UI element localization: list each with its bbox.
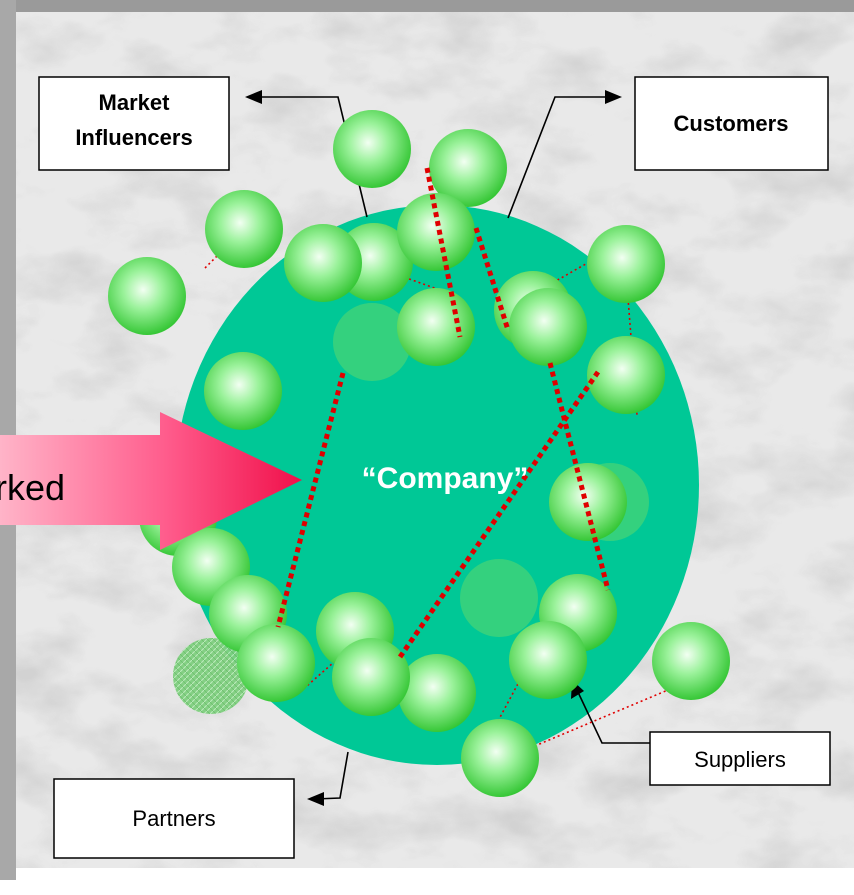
thick-link xyxy=(397,370,601,659)
thick-link xyxy=(547,362,611,591)
label-partners: Partners xyxy=(53,778,295,859)
hatched-node xyxy=(173,638,249,714)
frame-bottom-margin xyxy=(16,868,854,895)
node xyxy=(461,719,539,797)
node xyxy=(108,257,186,335)
arrowhead-customers xyxy=(605,90,622,104)
node xyxy=(204,352,282,430)
thick-link xyxy=(424,167,463,338)
node xyxy=(398,654,476,732)
node xyxy=(332,638,410,716)
arrowhead-partners xyxy=(307,792,324,806)
market-influencers-box xyxy=(38,76,230,171)
pink-arrow-shape xyxy=(0,412,302,550)
label-suppliers: Suppliers xyxy=(649,731,831,786)
market-influencers-line1: Market xyxy=(99,90,171,115)
node xyxy=(205,190,283,268)
node xyxy=(397,288,475,366)
customers-connector xyxy=(507,96,612,219)
node xyxy=(587,336,665,414)
thick-link xyxy=(275,372,346,628)
company-label: “Company” xyxy=(362,462,529,495)
partners-box xyxy=(53,778,295,859)
market-influencers-line2: Influencers xyxy=(75,125,192,150)
suppliers-connector xyxy=(576,689,650,744)
frame-top-edge xyxy=(0,0,854,12)
node xyxy=(284,224,362,302)
suppliers-box xyxy=(649,731,831,786)
node xyxy=(237,624,315,702)
arrowhead-market-influencers xyxy=(245,90,262,104)
suppliers-text: Suppliers xyxy=(694,747,786,772)
node xyxy=(429,129,507,207)
node xyxy=(587,225,665,303)
customers-text: Customers xyxy=(674,111,789,136)
faded-node xyxy=(460,559,538,637)
faded-node xyxy=(333,303,411,381)
thick-dotted-links xyxy=(275,167,611,659)
node xyxy=(509,621,587,699)
node xyxy=(333,110,411,188)
node xyxy=(509,288,587,366)
arrow-text: rked xyxy=(0,467,65,508)
network-nodes xyxy=(108,110,730,797)
node xyxy=(652,622,730,700)
label-customers: Customers xyxy=(634,76,829,171)
customers-box xyxy=(634,76,829,171)
label-market-influencers: Market Influencers xyxy=(38,76,230,171)
node xyxy=(397,193,475,271)
partners-text: Partners xyxy=(132,806,215,831)
pink-arrow: rked xyxy=(0,412,302,550)
